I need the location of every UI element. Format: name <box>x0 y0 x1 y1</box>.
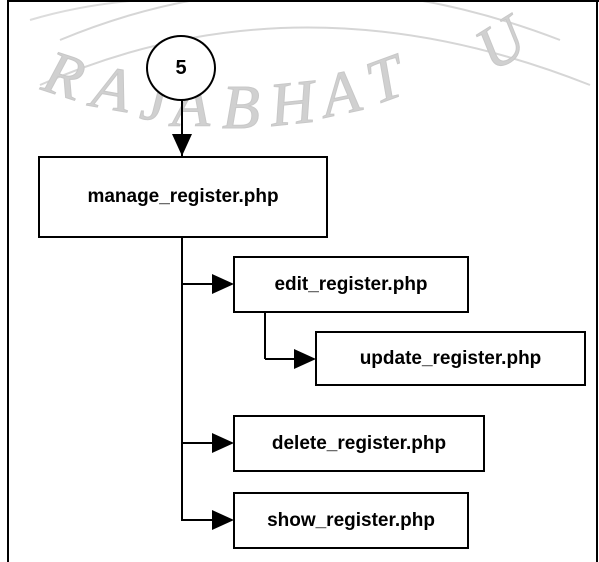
connector-circle: 5 <box>146 35 216 101</box>
node-edit-register: edit_register.php <box>233 256 469 313</box>
node-show-register: show_register.php <box>233 492 469 549</box>
node-edit-register-label: edit_register.php <box>274 273 428 295</box>
node-delete-register-label: delete_register.php <box>271 432 447 454</box>
svg-text:B: B <box>222 74 260 142</box>
node-manage-register-label: manage_register.php <box>87 186 279 207</box>
node-manage-register: manage_register.php <box>38 156 328 238</box>
node-update-register: update_register.php <box>315 331 586 386</box>
node-update-register-label: update_register.php <box>359 347 542 369</box>
node-show-register-label: show_register.php <box>267 509 435 531</box>
node-delete-register: delete_register.php <box>233 415 485 472</box>
connector-label: 5 <box>175 56 187 79</box>
